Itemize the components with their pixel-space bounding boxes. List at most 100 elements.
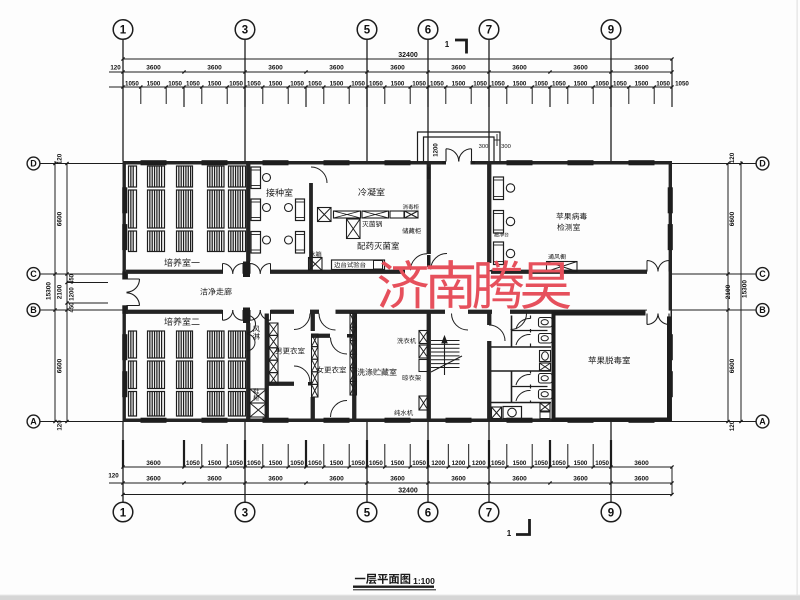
svg-text:1050: 1050 <box>491 81 505 88</box>
svg-text:1500: 1500 <box>391 81 405 88</box>
svg-text:1050: 1050 <box>595 81 609 88</box>
svg-text:1200: 1200 <box>434 143 440 157</box>
svg-text:3600: 3600 <box>573 65 588 72</box>
svg-text:1500: 1500 <box>208 460 222 467</box>
svg-text:1050: 1050 <box>473 81 487 88</box>
svg-text:A: A <box>30 417 37 427</box>
svg-text:1: 1 <box>120 25 127 37</box>
svg-text:6: 6 <box>425 508 431 520</box>
svg-text:1: 1 <box>445 40 450 49</box>
svg-text:1050: 1050 <box>552 81 566 88</box>
svg-text:3600: 3600 <box>146 476 161 483</box>
svg-text:1500: 1500 <box>208 81 222 88</box>
svg-text:3600: 3600 <box>329 476 344 483</box>
svg-text:3600: 3600 <box>268 65 283 72</box>
svg-text:6600: 6600 <box>729 358 736 373</box>
svg-text:1050: 1050 <box>595 460 609 467</box>
svg-text:3600: 3600 <box>634 65 649 72</box>
svg-text:6600: 6600 <box>57 358 64 373</box>
svg-text:3600: 3600 <box>329 65 344 72</box>
svg-text:1050: 1050 <box>412 460 426 467</box>
svg-text:1500: 1500 <box>513 81 527 88</box>
svg-text:450: 450 <box>70 273 76 284</box>
svg-text:1050: 1050 <box>351 81 365 88</box>
svg-text:1050: 1050 <box>125 81 139 88</box>
svg-text:3600: 3600 <box>268 476 283 483</box>
svg-text:1050: 1050 <box>656 81 670 88</box>
svg-text:5: 5 <box>364 508 371 520</box>
svg-text:15300: 15300 <box>46 282 53 300</box>
svg-text:9: 9 <box>608 25 614 37</box>
svg-text:1050: 1050 <box>430 81 444 88</box>
svg-text:1050: 1050 <box>168 81 182 88</box>
svg-text:3: 3 <box>242 25 248 37</box>
svg-text:2100: 2100 <box>57 284 64 299</box>
svg-text:9: 9 <box>608 508 614 520</box>
svg-text:5: 5 <box>364 25 371 37</box>
svg-text:3600: 3600 <box>634 476 649 483</box>
svg-text:1050: 1050 <box>613 81 627 88</box>
svg-text:3600: 3600 <box>146 65 161 72</box>
svg-text:1500: 1500 <box>147 81 161 88</box>
svg-text:3600: 3600 <box>451 65 466 72</box>
svg-text:3600: 3600 <box>512 476 527 483</box>
svg-text:3600: 3600 <box>207 65 222 72</box>
svg-text:1050: 1050 <box>369 460 383 467</box>
svg-text:B: B <box>30 305 37 315</box>
svg-text:3600: 3600 <box>207 476 222 483</box>
svg-text:3600: 3600 <box>634 460 649 467</box>
svg-text:1500: 1500 <box>330 460 344 467</box>
svg-text:450: 450 <box>70 302 76 313</box>
svg-text:3: 3 <box>242 508 248 520</box>
svg-text:6600: 6600 <box>729 211 736 226</box>
svg-text:7: 7 <box>486 508 492 520</box>
svg-text:1050: 1050 <box>247 460 261 467</box>
svg-text:B: B <box>759 305 766 315</box>
svg-text:3600: 3600 <box>573 476 588 483</box>
svg-text:1200: 1200 <box>70 287 76 301</box>
svg-text:2100: 2100 <box>725 284 732 299</box>
svg-text:32400: 32400 <box>398 488 418 495</box>
svg-text:1200: 1200 <box>452 460 466 467</box>
svg-text:1050: 1050 <box>229 81 243 88</box>
svg-text:1050: 1050 <box>534 81 548 88</box>
svg-text:1500: 1500 <box>574 81 588 88</box>
svg-text:1500: 1500 <box>269 460 283 467</box>
svg-text:120: 120 <box>57 420 64 431</box>
svg-text:1:100: 1:100 <box>413 576 435 586</box>
svg-text:1500: 1500 <box>269 81 283 88</box>
svg-text:1050: 1050 <box>290 81 304 88</box>
svg-text:120: 120 <box>110 65 121 72</box>
svg-text:1500: 1500 <box>452 81 466 88</box>
svg-text:300: 300 <box>501 144 511 150</box>
svg-text:1050: 1050 <box>308 81 322 88</box>
svg-text:6600: 6600 <box>57 211 64 226</box>
svg-text:1050: 1050 <box>369 81 383 88</box>
svg-text:120: 120 <box>729 420 736 431</box>
svg-text:D: D <box>30 159 37 169</box>
svg-text:1050: 1050 <box>412 81 426 88</box>
svg-text:300: 300 <box>479 144 489 150</box>
svg-text:1050: 1050 <box>247 81 261 88</box>
svg-text:1500: 1500 <box>330 81 344 88</box>
svg-text:1: 1 <box>507 529 512 538</box>
svg-text:1050: 1050 <box>552 460 566 467</box>
svg-text:1050: 1050 <box>351 460 365 467</box>
svg-text:1050: 1050 <box>675 81 689 88</box>
svg-text:3600: 3600 <box>146 460 161 467</box>
svg-text:6: 6 <box>425 25 431 37</box>
svg-text:C: C <box>759 269 766 279</box>
svg-text:15300: 15300 <box>742 280 749 298</box>
svg-text:1050: 1050 <box>186 81 200 88</box>
svg-text:D: D <box>759 159 766 169</box>
svg-text:A: A <box>759 417 766 427</box>
svg-text:1050: 1050 <box>491 460 505 467</box>
svg-text:32400: 32400 <box>398 52 418 59</box>
svg-text:120: 120 <box>108 473 119 480</box>
svg-text:120: 120 <box>729 152 736 163</box>
svg-text:3600: 3600 <box>390 65 405 72</box>
svg-text:1050: 1050 <box>308 460 322 467</box>
svg-text:7: 7 <box>486 25 492 37</box>
svg-text:C: C <box>30 269 37 279</box>
svg-text:1500: 1500 <box>574 460 588 467</box>
